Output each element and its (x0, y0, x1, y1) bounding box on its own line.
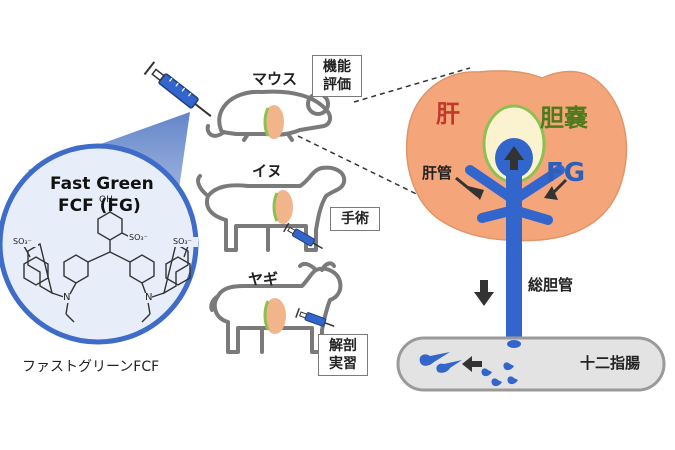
label-common-bile-duct: 総胆管 (528, 276, 574, 294)
label-fg: FG (546, 158, 586, 188)
compound-name-line2: FCF (FG) (58, 196, 141, 216)
syringe-icon-dog (283, 222, 323, 250)
label-hepatic-duct: 肝管 (422, 164, 453, 182)
chemical-structure (23, 202, 191, 323)
syringe-icon-mouse (143, 61, 212, 117)
liver-in-dog (273, 190, 293, 224)
chem-oh: OH (99, 195, 113, 205)
common-bile-duct (506, 168, 522, 342)
label-gallbladder: 胆嚢 (540, 104, 588, 132)
fg-droplets (419, 352, 518, 387)
duodenum-arrow (462, 356, 472, 372)
label-dog: イヌ (252, 162, 283, 180)
goat-illustration (209, 261, 343, 354)
box-surgery: 手術 (330, 207, 380, 231)
chem-n-right: N (145, 292, 153, 303)
syringe-icon-goat (295, 307, 335, 327)
mouse-illustration (205, 89, 333, 142)
label-duodenum: 十二指腸 (580, 354, 641, 372)
box-dissection-practice: 解剖 実習 (318, 334, 368, 376)
flow-arrows (455, 146, 568, 306)
liver-in-goat (264, 298, 286, 334)
chem-so3-left: SO₃⁻ (13, 237, 32, 246)
compound-name-line1: Fast Green (50, 174, 154, 194)
chem-n-left: N (63, 292, 71, 303)
connector-top (353, 67, 471, 103)
label-mouse: マウス (252, 70, 298, 88)
box-function-evaluation: 機能 評価 (312, 55, 362, 97)
label-goat: ヤギ (248, 270, 279, 288)
liver-in-mouse (264, 105, 284, 139)
compound-caption: ファストグリーンFCF (22, 359, 160, 375)
chem-so3-mid: SO₃⁻ (129, 233, 148, 242)
duodenum-shape (396, 336, 666, 392)
dog-illustration (196, 165, 347, 252)
chem-so3-right: SO₃⁻ (173, 237, 192, 246)
label-liver: 肝 (436, 100, 460, 128)
